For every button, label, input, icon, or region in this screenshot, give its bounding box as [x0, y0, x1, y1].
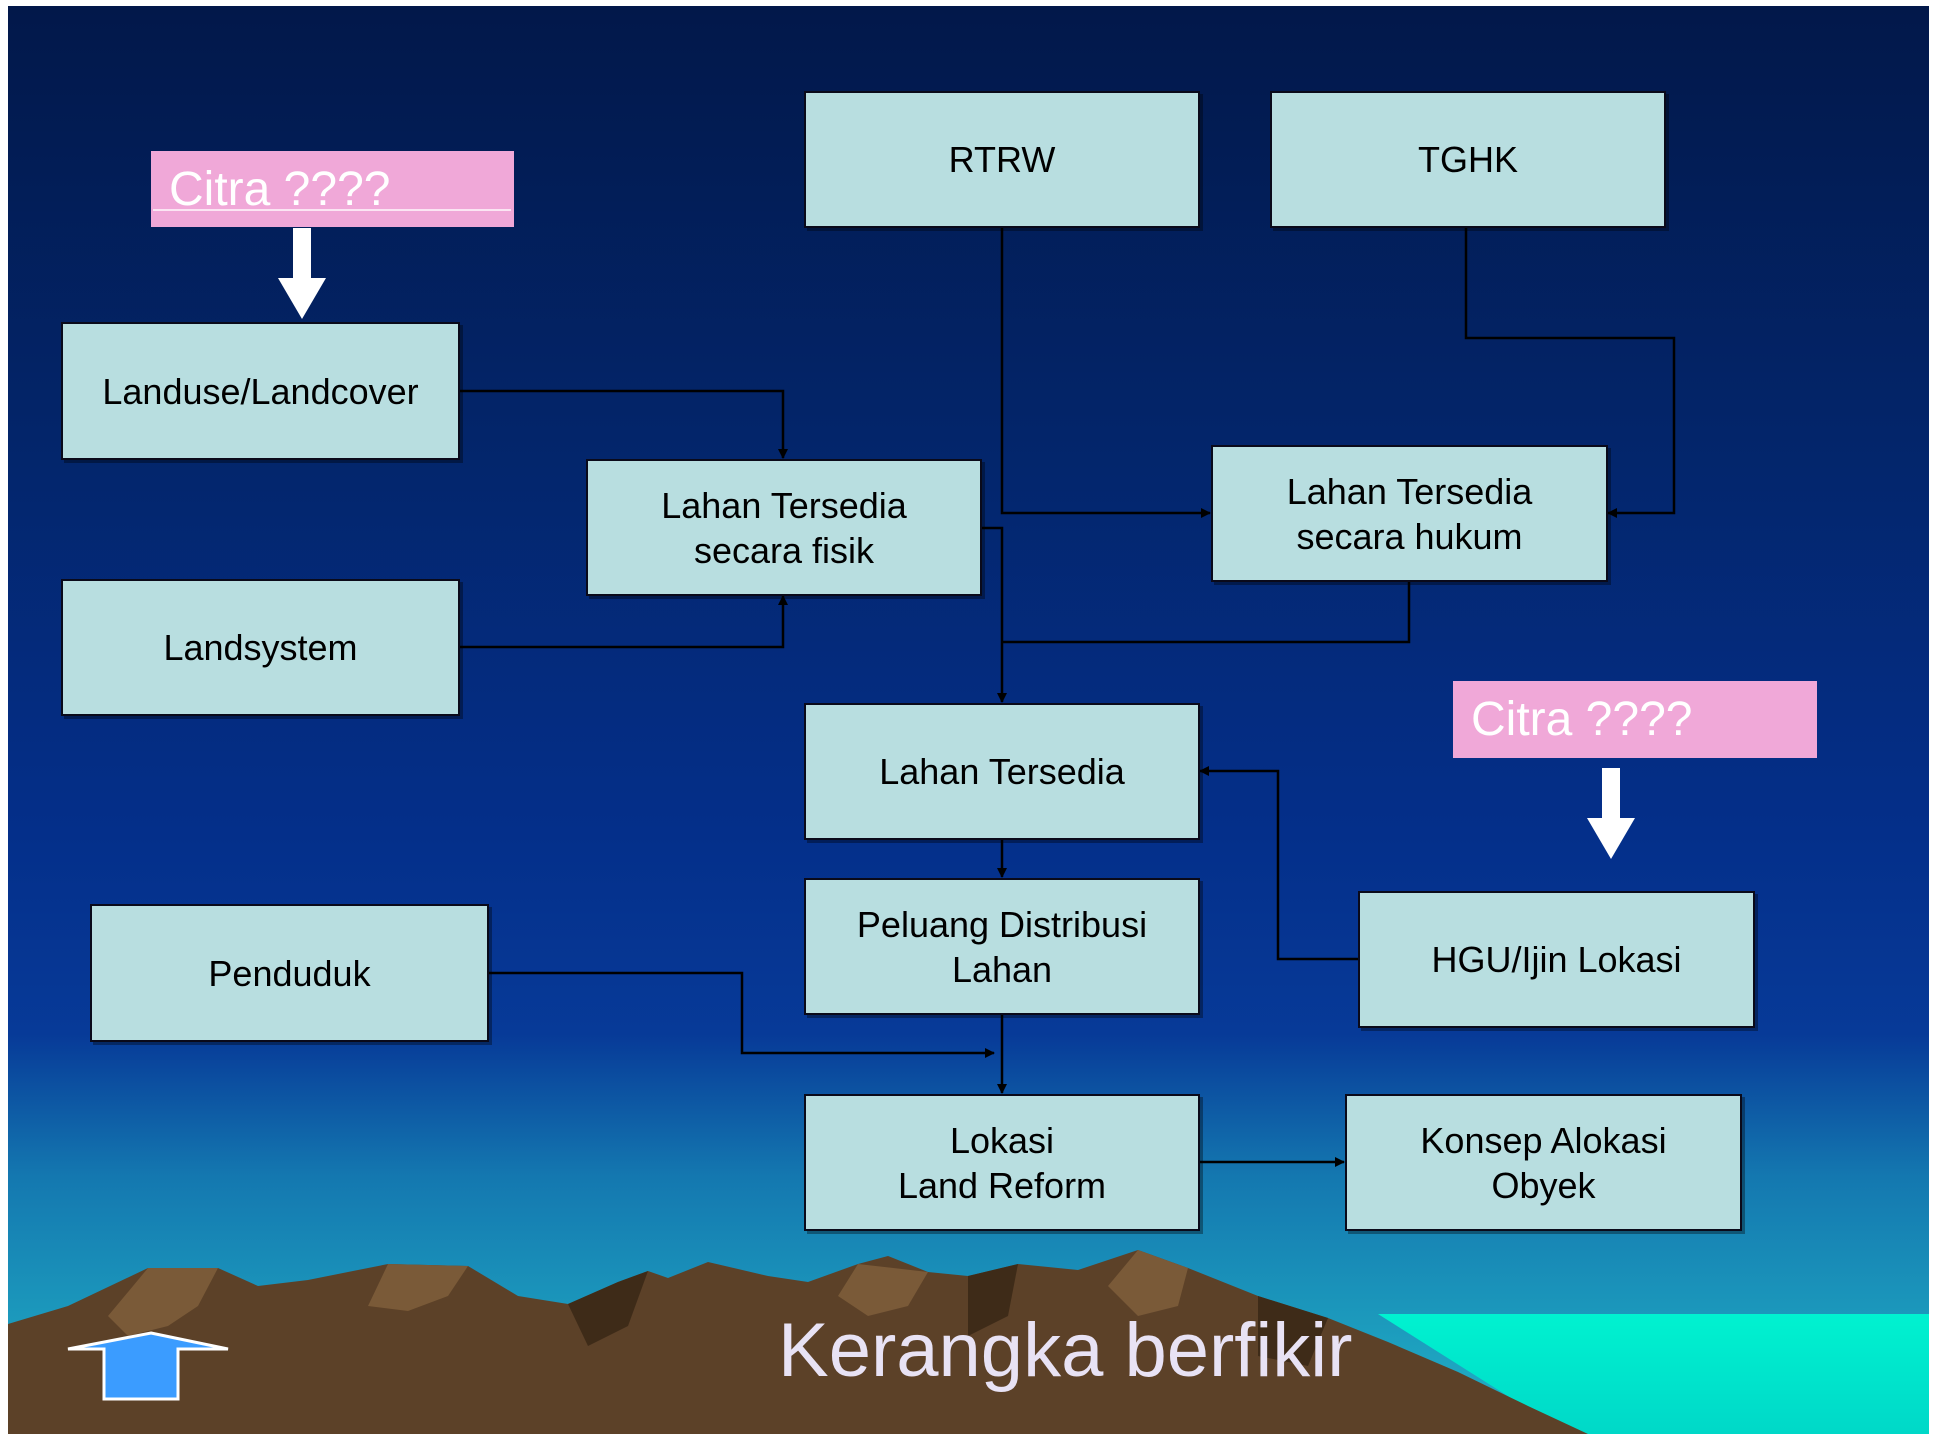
arrow-citra-right-head [1587, 818, 1635, 859]
connector-penduduk-to-lokasi [489, 971, 995, 1058]
background-landscape [8, 1250, 1929, 1434]
mountain-highlight [1108, 1250, 1188, 1316]
node-tghk: TGHK [1270, 91, 1666, 228]
node-konsep-alokasi: Konsep Alokasi Obyek [1345, 1094, 1742, 1231]
slide: Citra ???? Citra ???? RTRW TGHK Landuse/… [8, 6, 1929, 1434]
arrow-citra-right-shaft [1602, 768, 1620, 820]
node-hgu-ijin-lokasi: HGU/Ijin Lokasi [1358, 891, 1755, 1028]
node-lahan-tersedia-fisik: Lahan Tersedia secara fisik [586, 459, 982, 596]
connector-hgu-to-tersedia [1199, 766, 1358, 961]
up-arrow-icon[interactable] [66, 1331, 236, 1403]
mountain-highlight [368, 1264, 468, 1311]
mountain-highlight [838, 1264, 928, 1316]
node-landuse: Landuse/Landcover [61, 322, 460, 460]
mountain-shadow [568, 1271, 648, 1346]
mountain-shadow [1258, 1296, 1328, 1366]
connector-rtrw-to-hukum [1000, 228, 1211, 518]
node-peluang-distribusi: Peluang Distribusi Lahan [804, 878, 1200, 1015]
mountain-shadow [968, 1264, 1018, 1336]
connector-landsystem-to-fisik [460, 595, 788, 649]
node-lahan-tersedia: Lahan Tersedia [804, 703, 1200, 840]
arrow-citra-left-shaft [293, 228, 311, 280]
node-lahan-tersedia-hukum: Lahan Tersedia secara hukum [1211, 445, 1608, 582]
sea-shape [1378, 1314, 1929, 1434]
node-lokasi-land-reform: Lokasi Land Reform [804, 1094, 1200, 1231]
connector-fisik-to-tersedia [980, 526, 1007, 703]
connector-tghk-to-hukum [1464, 228, 1676, 518]
citra-label-top-left: Citra ???? [151, 151, 514, 227]
connector-hukum-to-tersedia [1002, 581, 1411, 644]
node-penduduk: Penduduk [90, 904, 489, 1042]
connector-layer [278, 228, 1676, 1167]
mountain-highlight [108, 1268, 218, 1336]
node-landsystem: Landsystem [61, 579, 460, 716]
slide-title: Kerangka berfikir [778, 1308, 1353, 1393]
citra-label-underline [153, 209, 511, 211]
connector-landuse-to-fisik [460, 389, 788, 459]
citra-label-right: Citra ???? [1453, 681, 1817, 758]
arrow-citra-left-head [278, 278, 326, 319]
node-rtrw: RTRW [804, 91, 1200, 228]
